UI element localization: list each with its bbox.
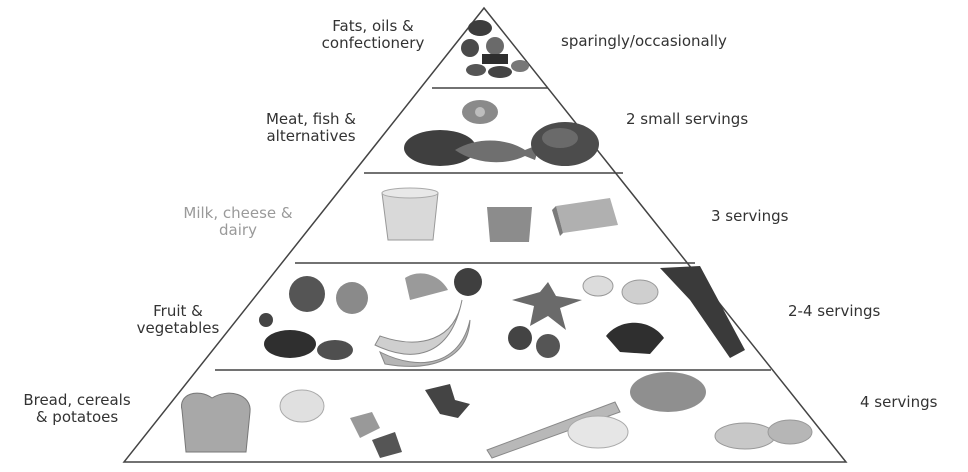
servings-label-fats: sparingly/occasionally [561, 32, 727, 50]
fats-food-illustrations [461, 20, 529, 78]
category-line: Bread, cereals [2, 392, 152, 409]
servings-label-bread: 4 servings [860, 393, 937, 411]
category-line: dairy [153, 222, 323, 239]
category-label-bread: Bread, cereals & potatoes [2, 392, 152, 426]
category-line: Fats, oils & [298, 18, 448, 35]
category-label-dairy: Milk, cheese & dairy [153, 205, 323, 239]
category-label-meat: Meat, fish & alternatives [236, 111, 386, 145]
servings-label-meat: 2 small servings [626, 110, 748, 128]
category-line: confectionery [298, 35, 448, 52]
category-line: Meat, fish & [236, 111, 386, 128]
servings-label-fruit: 2-4 servings [788, 302, 880, 320]
category-line: & potatoes [2, 409, 152, 426]
category-line: Milk, cheese & [153, 205, 323, 222]
category-line: alternatives [236, 128, 386, 145]
category-line: Fruit & [118, 303, 238, 320]
servings-label-dairy: 3 servings [711, 207, 788, 225]
meat-food-illustrations [404, 100, 599, 166]
category-label-fats: Fats, oils & confectionery [298, 18, 448, 52]
category-label-fruit: Fruit & vegetables [118, 303, 238, 337]
dairy-food-illustrations [382, 188, 618, 242]
bread-cereal-illustrations [181, 372, 812, 458]
fruit-vegetable-illustrations [259, 266, 745, 366]
category-line: vegetables [118, 320, 238, 337]
